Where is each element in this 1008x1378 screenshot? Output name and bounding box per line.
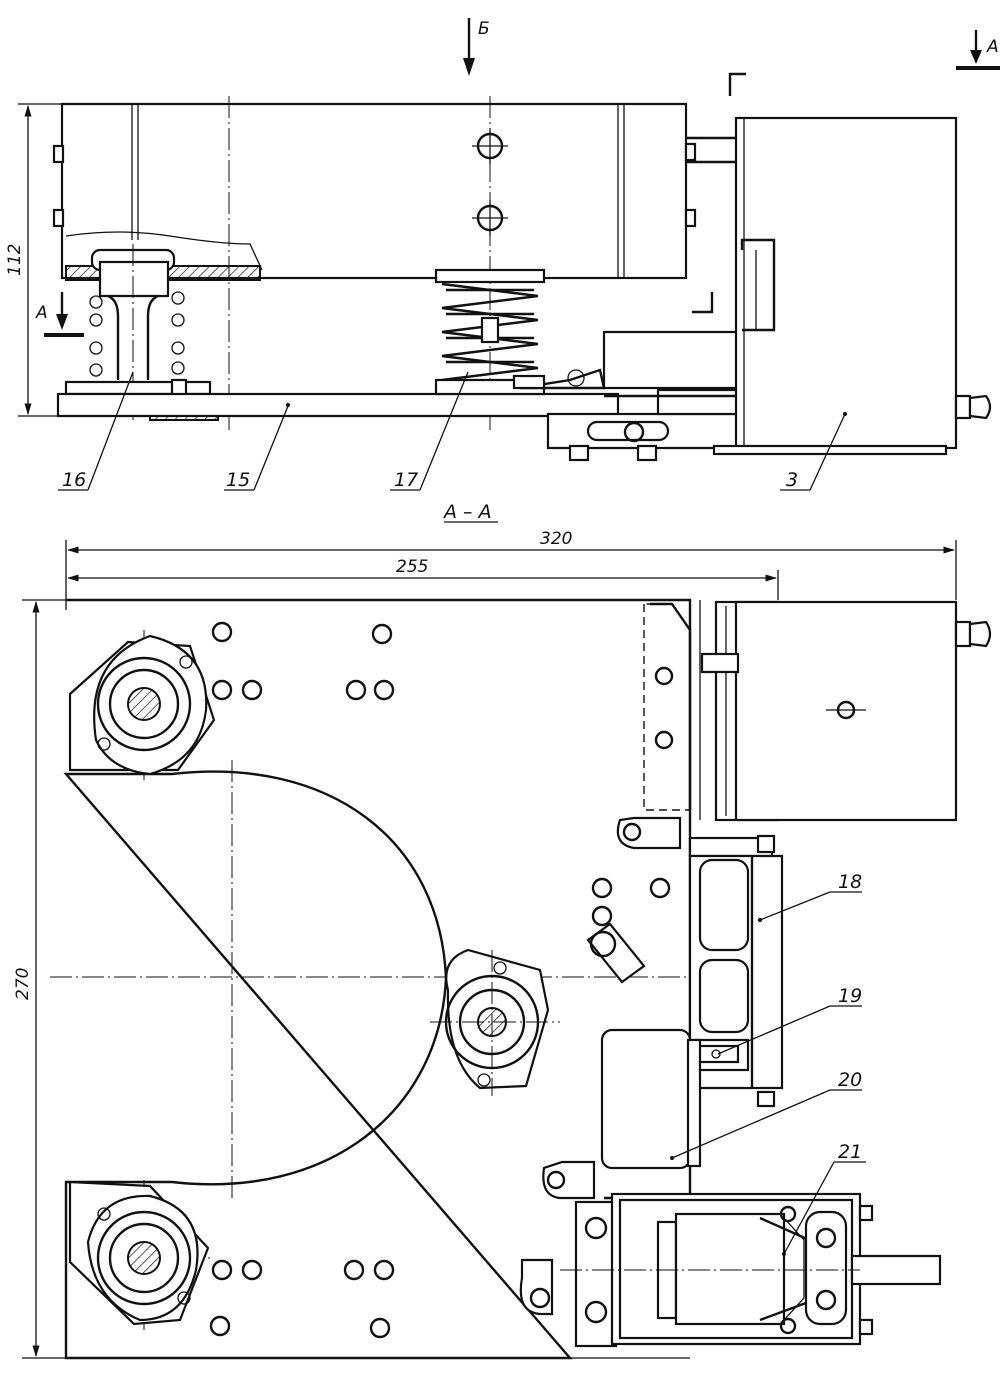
callout-21: 21: [838, 1141, 862, 1163]
lug-lower-b: [519, 1258, 554, 1316]
lug-lower-a: [542, 1160, 596, 1200]
callout-17: 17: [394, 469, 418, 491]
box-plan: [699, 600, 992, 822]
right-box: [686, 116, 992, 456]
left-spring-coils: [89, 291, 185, 377]
lug-upper: [616, 816, 682, 850]
dim-112: 112: [5, 244, 25, 276]
section-a-label-top: А: [986, 37, 999, 57]
roller-bottom-left: [68, 1180, 210, 1326]
roller-right: [430, 948, 560, 1096]
callout-15: 15: [226, 469, 250, 491]
bolt-holes: [209, 621, 680, 1339]
motor-21: [560, 1192, 942, 1348]
elevation-view: Б А 112 А: [5, 18, 1000, 523]
base-plate: [56, 392, 620, 418]
section-view: 320 255 270: [13, 529, 992, 1360]
dim-320: 320: [540, 529, 572, 549]
tilted-bracket: [586, 922, 646, 984]
callout-3: 3: [786, 469, 798, 491]
roller-top-left: [68, 634, 216, 776]
callout-20: 20: [838, 1069, 862, 1091]
relay-20: [600, 1028, 702, 1170]
dim-270: 270: [13, 968, 33, 1000]
section-title: А – А: [442, 501, 492, 523]
callout-19: 19: [838, 985, 862, 1007]
callout-18: 18: [838, 871, 862, 893]
dim-255: 255: [396, 557, 428, 577]
section-a-label-left: А: [35, 303, 48, 323]
view-b-label: Б: [478, 19, 490, 39]
callout-16: 16: [62, 469, 86, 491]
